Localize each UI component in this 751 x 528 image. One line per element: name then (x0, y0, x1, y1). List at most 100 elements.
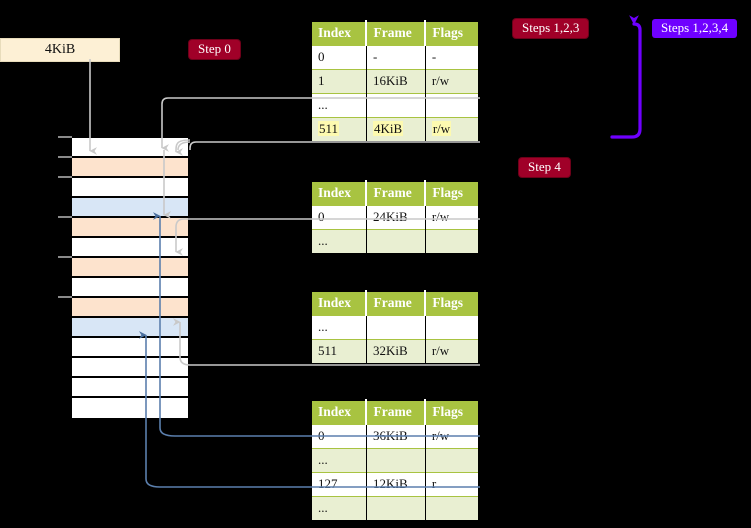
table-row: ... (311, 93, 479, 118)
memory-frame-row (72, 338, 188, 358)
table-cell: 0 (311, 205, 367, 230)
memory-tick-mark (58, 136, 72, 138)
column-header-flags: Flags (425, 291, 479, 316)
badge-steps-1-2-3-4: Steps 1,2,3,4 (652, 19, 738, 39)
memory-frame-row (72, 158, 188, 178)
table-row: 0-- (311, 45, 479, 70)
table-cell: 511 (311, 339, 367, 364)
memory-frame-row (72, 298, 188, 318)
table-cell: 32KiB (366, 339, 426, 364)
memory-tick-mark (58, 216, 72, 218)
memory-frame-row (72, 278, 188, 298)
table-row: ... (311, 448, 479, 473)
table-cell (425, 315, 479, 340)
column-header-flags: Flags (425, 400, 479, 425)
memory-frame-row (72, 358, 188, 378)
table-cell (425, 448, 479, 473)
table-cell: ... (311, 496, 367, 521)
column-header-index: Index (311, 181, 368, 206)
badge-step-4: Step 4 (519, 158, 570, 178)
table-row: 511 4KiB r/w (311, 117, 479, 142)
column-header-frame: Frame (366, 400, 427, 425)
column-header-index: Index (311, 21, 368, 46)
column-header-index: Index (311, 291, 368, 316)
memory-frame-row (72, 378, 188, 398)
table-cell: ... (311, 448, 367, 473)
column-header-index: Index (311, 400, 368, 425)
table-cell: r/w (425, 69, 479, 94)
badge-steps-1-2-3: Steps 1,2,3 (513, 19, 589, 39)
frame-size-label: 4KiB (44, 42, 76, 57)
column-header-flags: Flags (425, 21, 479, 46)
memory-frame-row (72, 198, 188, 218)
table-cell: - (425, 45, 479, 70)
table-cell: 511 (311, 117, 367, 142)
highlighted-value: r/w (431, 121, 452, 136)
table-cell: 4KiB (366, 117, 426, 142)
highlighted-value: 4KiB (372, 121, 404, 136)
table-row: ... (311, 496, 479, 521)
table-cell: 24KiB (366, 205, 426, 230)
column-header-frame: Frame (366, 291, 427, 316)
memory-tick-mark (58, 296, 72, 298)
memory-frame-row (72, 318, 188, 338)
table-cell (425, 229, 479, 254)
table-cell: - (366, 45, 426, 70)
table-cell: r/w (425, 339, 479, 364)
arrow-violet-bracket (610, 22, 642, 139)
table-cell (366, 496, 426, 521)
column-header-frame: Frame (366, 181, 427, 206)
memory-tick-mark (58, 256, 72, 258)
memory-frame-row (72, 258, 188, 278)
memory-frame-row (72, 218, 188, 238)
memory-tick-mark (58, 156, 72, 158)
memory-frame-row (72, 398, 188, 418)
table-cell (366, 315, 426, 340)
table-row: ... (311, 229, 479, 254)
memory-frame-row (72, 238, 188, 258)
memory-tick-mark (58, 176, 72, 178)
table-cell (366, 93, 426, 118)
column-header-frame: Frame (366, 21, 427, 46)
table-cell (366, 448, 426, 473)
table-cell: r/w (425, 205, 479, 230)
table-cell: 0 (311, 45, 367, 70)
memory-frame-row (72, 138, 188, 158)
arrow-l0-to-mem-a (189, 141, 480, 150)
physical-memory-column (70, 136, 190, 418)
table-cell (425, 93, 479, 118)
table-cell: ... (311, 93, 367, 118)
table-cell: r (425, 472, 479, 497)
table-cell: r/w (425, 424, 479, 449)
table-cell: 16KiB (366, 69, 426, 94)
table-cell: 12KiB (366, 472, 426, 497)
table-cell: 127 (311, 472, 367, 497)
table-cell: ... (311, 315, 367, 340)
highlighted-value: 511 (318, 121, 340, 136)
column-header-flags: Flags (425, 181, 479, 206)
frame-size-banner: 4KiB (0, 38, 120, 62)
badge-step-0: Step 0 (189, 40, 240, 60)
table-cell: 1 (311, 69, 367, 94)
table-cell: 0 (311, 424, 367, 449)
table-cell: 36KiB (366, 424, 426, 449)
table-row: ... (311, 315, 479, 340)
table-cell (366, 229, 426, 254)
table-cell: r/w (425, 117, 479, 142)
table-cell (425, 496, 479, 521)
table-cell: ... (311, 229, 367, 254)
memory-frame-row (72, 178, 188, 198)
